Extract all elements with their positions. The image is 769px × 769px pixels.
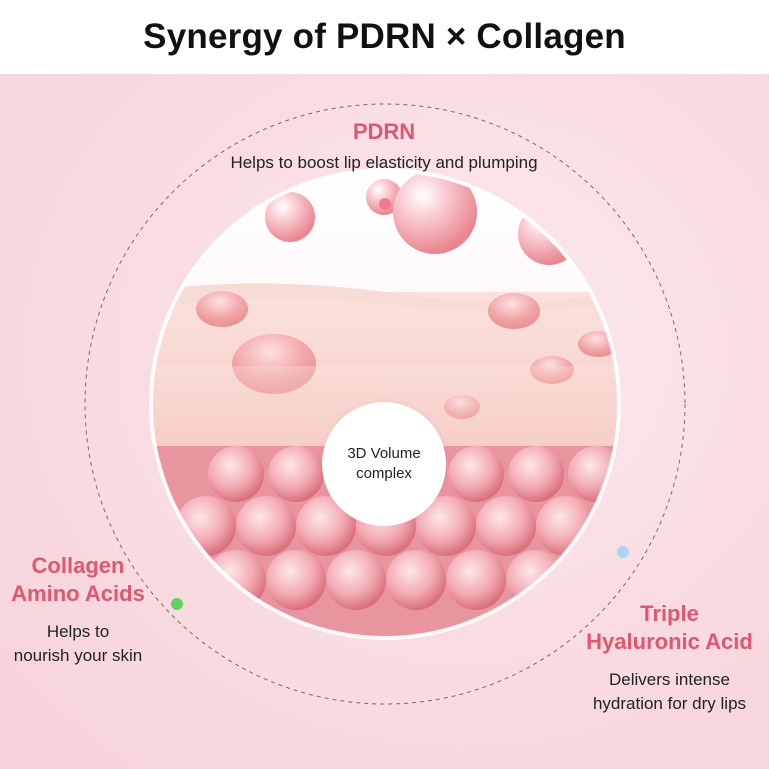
pdrn-bubble [198,202,222,226]
hyaluronic-description-line1: Delivers intense [570,669,769,690]
pdrn-heading: PDRN [184,118,584,146]
collagen-heading-line1: Collagen [0,552,156,580]
badge-line2: complex [347,464,420,484]
hyaluronic-heading-line1: Triple [570,600,769,628]
collagen-description-line2: nourish your skin [0,645,156,666]
volume-dome [196,291,248,327]
collagen-dot [171,598,183,610]
pdrn-bubble [518,203,580,265]
volume-complex-badge: 3D Volume complex [322,402,446,526]
hyaluronic-label: Triple Hyaluronic Acid Delivers intense … [570,600,769,715]
badge-line1: 3D Volume [347,444,420,464]
pdrn-dot [379,198,391,210]
collagen-description-line1: Helps to [0,621,156,642]
hyaluronic-dot [617,546,629,558]
pdrn-description: Helps to boost lip elasticity and plumpi… [184,152,584,173]
collagen-label: Collagen Amino Acids Helps to nourish yo… [0,552,156,667]
hyaluronic-heading-line2: Hyaluronic Acid [570,628,769,656]
hyaluronic-description-line2: hydration for dry lips [570,693,769,714]
volume-dome [488,293,540,329]
collagen-heading-line2: Amino Acids [0,580,156,608]
pdrn-label: PDRN Helps to boost lip elasticity and p… [184,118,584,173]
page-title: Synergy of PDRN × Collagen [0,0,769,74]
